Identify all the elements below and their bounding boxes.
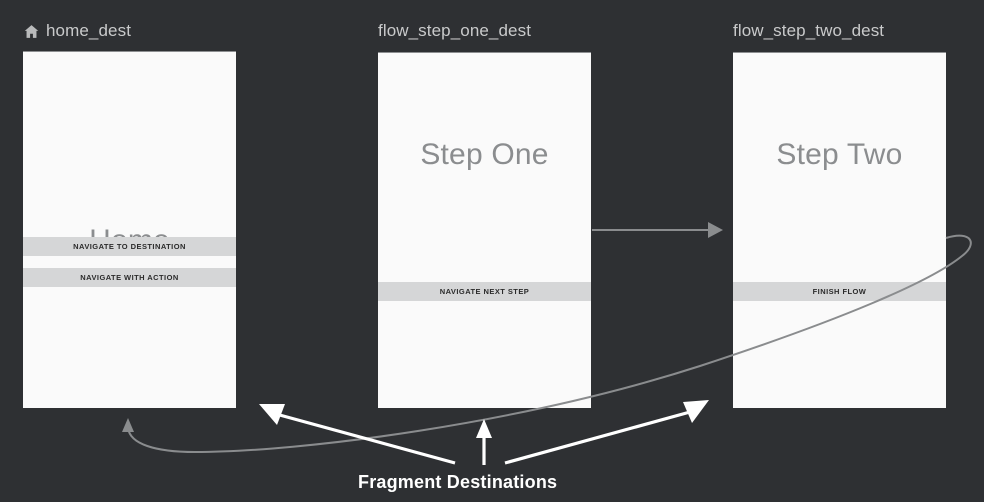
connector-step-two-to-home-arrowhead xyxy=(122,418,134,432)
home-icon xyxy=(24,24,39,38)
mock-button-navigate-next-step[interactable]: NAVIGATE NEXT STEP xyxy=(378,282,591,301)
dest-label-text-flow-step-two-dest: flow_step_two_dest xyxy=(733,21,885,40)
screen-title-step-two: Step Two xyxy=(776,138,903,171)
mock-button-navigate-with-action[interactable]: NAVIGATE WITH ACTION xyxy=(23,268,236,287)
dest-label-flow-step-one-dest: flow_step_one_dest xyxy=(378,21,531,41)
dest-label-flow-step-two-dest: flow_step_two_dest xyxy=(733,21,884,41)
annotation-arrow-head-home xyxy=(259,404,285,425)
screen-title-step-one: Step One xyxy=(420,138,549,171)
annotation-caption: Fragment Destinations xyxy=(358,472,558,492)
mock-button-navigate-to-destination[interactable]: NAVIGATE TO DESTINATION xyxy=(23,237,236,256)
annotation-arrow-line-home xyxy=(275,412,456,465)
dest-label-text-flow-step-one-dest: flow_step_one_dest xyxy=(378,21,532,40)
destination-card-flow-step-two-dest[interactable]: Step Two FINISH FLOW xyxy=(733,52,946,408)
annotation-arrow-head-step-one xyxy=(476,419,492,438)
destination-card-flow-step-one-dest[interactable]: Step One NAVIGATE NEXT STEP xyxy=(378,52,591,408)
mock-button-finish-flow[interactable]: FINISH FLOW xyxy=(733,282,946,301)
dest-label-home-dest: home_dest xyxy=(23,21,131,41)
annotation-arrow-line-step-two xyxy=(504,410,691,465)
destination-card-home-dest[interactable]: Home NAVIGATE TO DESTINATION NAVIGATE WI… xyxy=(23,51,236,408)
annotation-arrow-head-step-two xyxy=(683,400,709,423)
connector-step-one-to-step-two-arrowhead xyxy=(708,222,723,238)
dest-label-text-home-dest: home_dest xyxy=(46,21,132,40)
